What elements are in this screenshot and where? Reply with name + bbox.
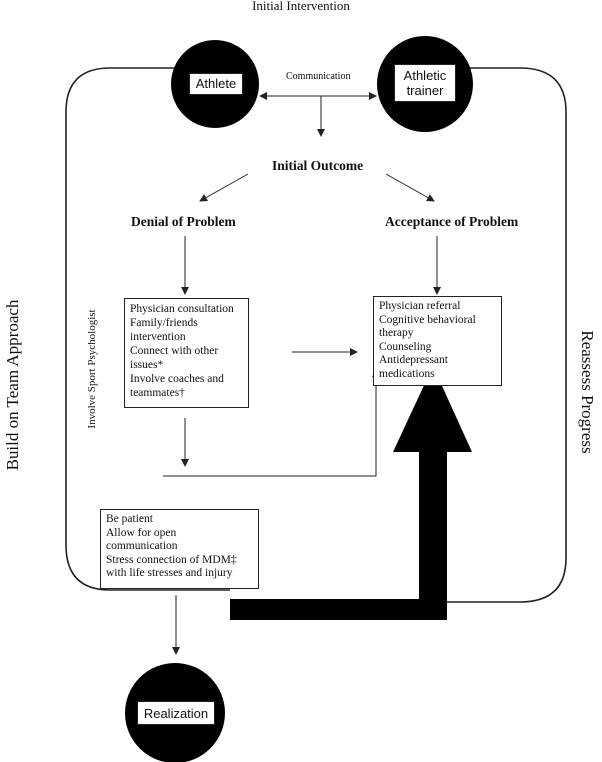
athletic-trainer-label: Athletic trainer bbox=[394, 64, 456, 102]
left-side-label: Build on Team Approach bbox=[3, 299, 22, 470]
return-connector bbox=[163, 369, 380, 477]
outer-loop bbox=[65, 67, 567, 603]
inner-left-label: Involve Sport Psychologist bbox=[86, 309, 98, 428]
athlete-label: Athlete bbox=[189, 73, 243, 95]
acceptance-heading: Acceptance of Problem bbox=[385, 214, 519, 229]
initial-outcome-label: Initial Outcome bbox=[272, 158, 364, 173]
realization-label: Realization bbox=[137, 701, 215, 725]
denial-actions-box: Physician consultation Family/friends in… bbox=[124, 298, 249, 408]
big-progress-arrow bbox=[230, 366, 472, 620]
to-acceptance-arrow bbox=[385, 173, 435, 202]
realization-advice-box: Be patient Allow for open communication … bbox=[100, 509, 259, 589]
to-denial-arrow bbox=[199, 173, 249, 202]
top-title: Initial Intervention bbox=[252, 0, 350, 13]
communication-label: Communication bbox=[286, 71, 351, 82]
acceptance-actions-box: Physician referral Cognitive behavioral … bbox=[373, 296, 502, 386]
right-side-label: Reassess Progress bbox=[578, 330, 597, 453]
denial-heading: Denial of Problem bbox=[131, 214, 236, 229]
